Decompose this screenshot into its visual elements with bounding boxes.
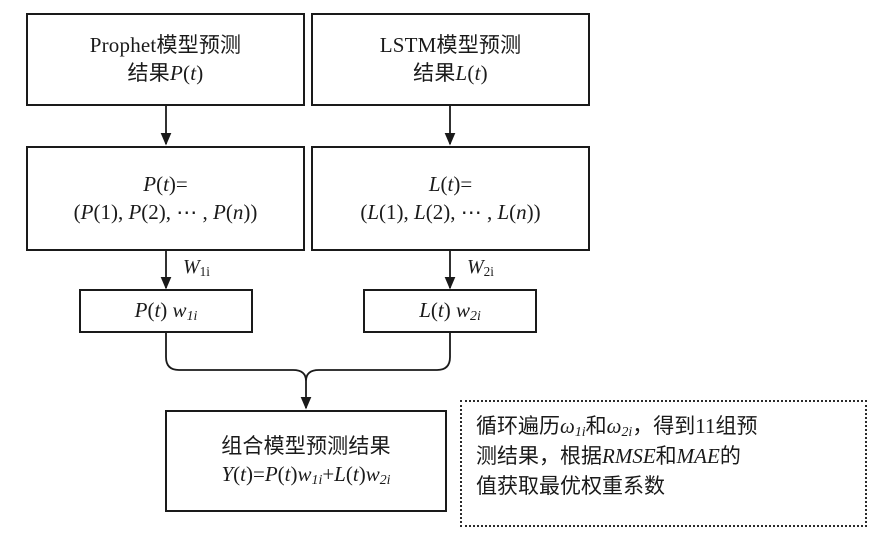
lstm-vector-line2: (L(1), L(2), ⋯ , L(n)) — [360, 199, 541, 224]
node-prophet-vector[interactable]: P(t)= (P(1), P(2), ⋯ , P(n)) — [26, 146, 305, 251]
note-line3: 值获取最优权重系数 — [476, 473, 665, 498]
node-combined-result[interactable]: 组合模型预测结果 Y(t)=P(t)w1i+L(t)w2i — [165, 410, 447, 512]
prophet-weighted-text: P(t) w1i — [134, 297, 198, 324]
edge-label-left-weight: W1i — [183, 256, 210, 279]
prophet-vector-line2: (P(1), P(2), ⋯ , P(n)) — [73, 199, 258, 224]
lstm-source-line1: LSTM模型预测 — [379, 33, 522, 58]
lstm-vector-line1: L(t)= — [428, 172, 473, 197]
note-line1: 循环遍历ω1i和ω2i，得到11组预 — [476, 414, 758, 440]
note-line2: 测结果，根据RMSE和MAE的 — [476, 443, 741, 468]
prophet-source-line2: 结果P(t) — [127, 60, 204, 85]
prophet-source-line1: Prophet模型预测 — [89, 33, 242, 58]
combined-result-line2: Y(t)=P(t)w1i+L(t)w2i — [221, 461, 391, 487]
node-prophet-source[interactable]: Prophet模型预测 结果P(t) — [26, 13, 305, 106]
edge-label-right-weight: W2i — [467, 256, 494, 279]
node-prophet-weighted[interactable]: P(t) w1i — [79, 289, 253, 333]
node-lstm-vector[interactable]: L(t)= (L(1), L(2), ⋯ , L(n)) — [311, 146, 590, 251]
edge-merge-brace — [165, 333, 451, 382]
combined-result-line1: 组合模型预测结果 — [221, 434, 391, 459]
lstm-weighted-text: L(t) w2i — [419, 297, 481, 324]
prophet-vector-line1: P(t)= — [143, 172, 188, 197]
node-lstm-source[interactable]: LSTM模型预测 结果L(t) — [311, 13, 590, 106]
lstm-source-line2: 结果L(t) — [413, 60, 488, 85]
note-weight-search: 循环遍历ω1i和ω2i，得到11组预 测结果，根据RMSE和MAE的 值获取最优… — [460, 400, 867, 527]
node-lstm-weighted[interactable]: L(t) w2i — [363, 289, 537, 333]
